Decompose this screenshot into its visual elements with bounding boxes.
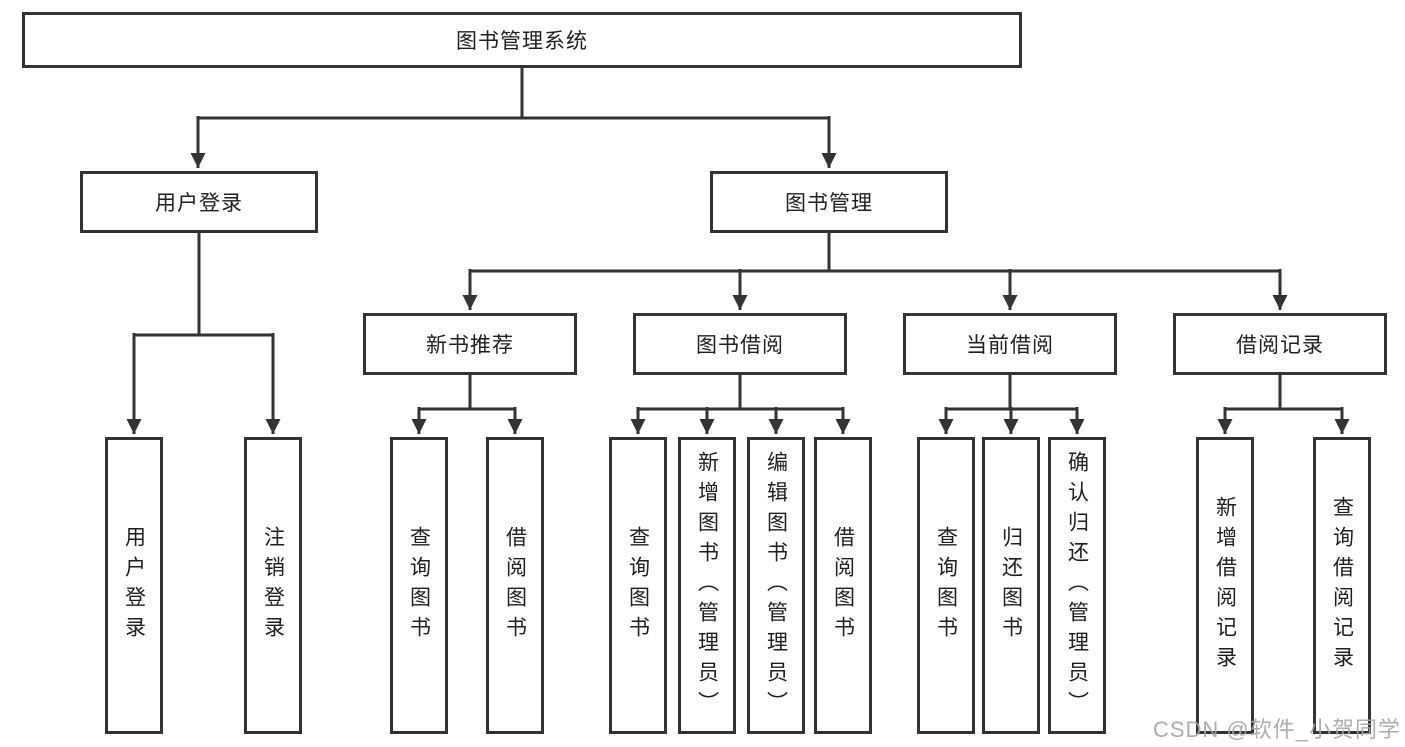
leaf-label: 注销登录 — [261, 525, 285, 646]
leaf-query-books-recommend: 查询图书 — [390, 437, 448, 734]
leaf-add-books-admin: 新增图书（管理员） — [678, 437, 736, 734]
leaf-label: 用户登录 — [122, 525, 146, 646]
leaf-label: 新增图书（管理员） — [695, 450, 719, 721]
node-borrowing-records: 借阅记录 — [1173, 313, 1387, 375]
node-label: 图书管理 — [785, 192, 873, 215]
leaf-label: 新增借阅记录 — [1213, 495, 1237, 676]
leaf-label: 确认归还（管理员） — [1065, 450, 1089, 721]
node-label: 借阅记录 — [1236, 334, 1324, 357]
node-label: 当前借阅 — [966, 334, 1054, 357]
leaf-label: 借阅图书 — [831, 525, 855, 646]
leaf-return-books: 归还图书 — [982, 437, 1040, 734]
leaf-label: 查询借阅记录 — [1330, 495, 1354, 676]
leaf-query-borrow-record: 查询借阅记录 — [1313, 437, 1371, 734]
node-root-label: 图书管理系统 — [456, 30, 588, 53]
node-book-borrowing: 图书借阅 — [633, 313, 847, 375]
leaf-label: 查询图书 — [934, 525, 958, 646]
leaf-borrow-books: 借阅图书 — [814, 437, 872, 734]
leaf-label: 查询图书 — [626, 525, 650, 646]
leaf-query-books-current: 查询图书 — [917, 437, 975, 734]
leaf-add-borrow-record: 新增借阅记录 — [1196, 437, 1254, 734]
leaf-confirm-return-admin: 确认归还（管理员） — [1048, 437, 1106, 734]
leaf-edit-books-admin: 编辑图书（管理员） — [747, 437, 805, 734]
node-new-book-recommend: 新书推荐 — [363, 313, 577, 375]
node-root-system: 图书管理系统 — [22, 12, 1022, 68]
leaf-label: 查询图书 — [407, 525, 431, 646]
csdn-watermark: CSDN @软件_小贺同学 — [1152, 717, 1401, 742]
node-label: 图书借阅 — [696, 334, 784, 357]
node-current-borrowing: 当前借阅 — [903, 313, 1117, 375]
leaf-user-login: 用户登录 — [105, 437, 163, 734]
leaf-label: 归还图书 — [999, 525, 1023, 646]
node-label: 用户登录 — [155, 192, 243, 215]
node-user-login: 用户登录 — [80, 171, 318, 233]
leaf-borrow-books-recommend: 借阅图书 — [486, 437, 544, 734]
leaf-query-books-borrowing: 查询图书 — [609, 437, 667, 734]
leaf-logout: 注销登录 — [244, 437, 302, 734]
leaf-label: 编辑图书（管理员） — [764, 450, 788, 721]
leaf-label: 借阅图书 — [503, 525, 527, 646]
node-book-management: 图书管理 — [710, 171, 948, 233]
node-label: 新书推荐 — [426, 334, 514, 357]
